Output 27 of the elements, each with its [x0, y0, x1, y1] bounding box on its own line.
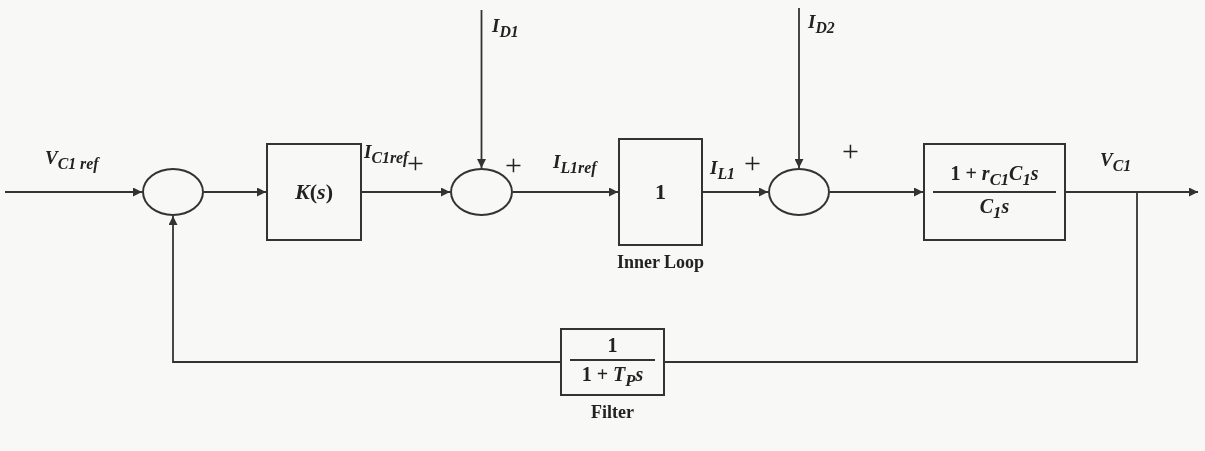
signal-label: I$_{L1ref}$ — [553, 152, 597, 177]
transfer-function-block — [266, 143, 362, 241]
sign-label: + — [744, 148, 761, 178]
arrow — [794, 7, 804, 169]
block-caption: Filter — [591, 402, 634, 423]
numerator: 1 + r$_{C1}$C$_{1}$s — [950, 161, 1039, 189]
signal-label: V$_{C1 ref}$ — [45, 148, 99, 173]
arrow — [4, 187, 143, 197]
arrow — [477, 9, 486, 169]
signal-line — [664, 191, 1138, 363]
block-label: 1 — [655, 179, 666, 205]
arrow — [512, 187, 619, 197]
arrow — [168, 215, 561, 363]
summing-junction — [768, 168, 830, 216]
denominator: 1 + T$_{P}$s — [581, 362, 644, 391]
denominator: C$_{1}$s — [979, 195, 1010, 223]
arrow — [361, 187, 451, 197]
transfer-function-block — [923, 143, 1066, 241]
arrow — [829, 187, 924, 197]
block-caption: Inner Loop — [616, 252, 705, 273]
sign-label: + — [842, 136, 859, 166]
numerator: 1 — [607, 333, 618, 357]
arrow — [203, 187, 267, 197]
block-label: K(s) — [295, 179, 333, 205]
sign-label: + — [505, 150, 522, 180]
arrow — [702, 187, 769, 197]
summing-junction — [142, 168, 204, 216]
